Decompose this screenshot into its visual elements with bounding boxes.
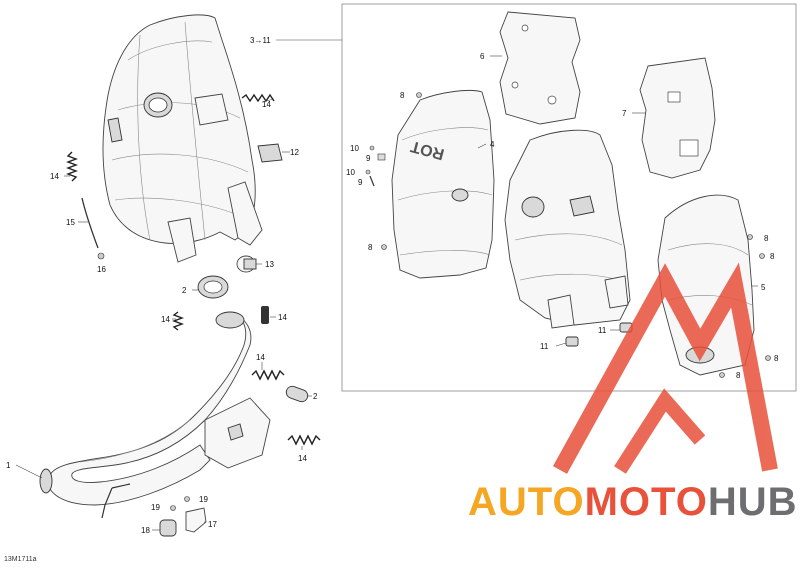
rubber-mount-13 xyxy=(236,255,262,273)
nut-8-b xyxy=(381,244,387,250)
clip-11-b xyxy=(555,336,579,347)
nut-8-a xyxy=(416,92,422,98)
callout-14-e: 14 xyxy=(256,353,265,362)
callout-8-d: 8 xyxy=(770,252,775,261)
callout-17: 17 xyxy=(208,520,217,529)
clip-10-b xyxy=(365,169,371,175)
callout-10-b: 10 xyxy=(346,168,355,177)
watermark-moto-text: MOTO xyxy=(585,480,708,524)
subassembly-frame xyxy=(341,3,797,392)
callout-5: 5 xyxy=(761,283,766,292)
callout-1: 1 xyxy=(6,461,11,470)
watermark-logo xyxy=(552,262,778,474)
callout-8-c: 8 xyxy=(764,234,769,243)
heat-shield-pad-6 xyxy=(490,11,581,125)
gasket-ring-2 xyxy=(192,275,229,299)
callout-8-e: 8 xyxy=(774,354,779,363)
spring-14-top xyxy=(241,93,275,103)
callout-19-a: 19 xyxy=(151,503,160,512)
watermark-logo-stroke xyxy=(552,262,778,474)
muffler-core xyxy=(504,129,631,329)
callout-19-b: 19 xyxy=(199,495,208,504)
watermark-logo-inner xyxy=(614,388,706,474)
callout-9-a: 9 xyxy=(366,154,371,163)
spring-14-lower xyxy=(287,434,321,450)
callout-7: 7 xyxy=(622,109,627,118)
nut-8-d xyxy=(759,253,765,259)
heat-shield-5 xyxy=(657,194,758,376)
callout-3-11: 3→11 xyxy=(250,36,271,45)
bolt-19-b xyxy=(184,496,190,502)
nut-16 xyxy=(97,252,105,260)
callout-14-d: 14 xyxy=(278,313,287,322)
callout-14-a: 14 xyxy=(262,100,271,109)
nut-8-e xyxy=(765,355,771,361)
shield-plate-7 xyxy=(632,57,716,179)
callout-2-a: 2 xyxy=(182,286,187,295)
callout-12: 12 xyxy=(290,148,299,157)
callout-11-a: 11 xyxy=(598,326,607,335)
spring-14-mid xyxy=(251,362,285,381)
callout-16: 16 xyxy=(97,265,106,274)
callout-11-b: 11 xyxy=(540,342,549,351)
callout-9-b: 9 xyxy=(358,178,363,187)
svg-text:AUTOMOTOHUB: AUTOMOTOHUB xyxy=(468,480,798,524)
callout-14-b: 14 xyxy=(50,172,59,181)
callout-15: 15 xyxy=(66,218,75,227)
clip-9-a xyxy=(377,153,386,161)
diagram-code: 13M1711a xyxy=(4,556,37,563)
exhaust-pipe xyxy=(15,311,271,519)
callout-8-b: 8 xyxy=(368,243,373,252)
rod-15 xyxy=(78,197,99,249)
watermark-auto-text: AUTO xyxy=(468,480,585,524)
cover-4: ROT xyxy=(391,90,495,279)
callout-8-a: 8 xyxy=(400,91,405,100)
callout-14-f: 14 xyxy=(298,454,307,463)
spring-14-small-right xyxy=(261,306,276,324)
clip-10-a xyxy=(369,145,375,151)
callout-13: 13 xyxy=(265,260,274,269)
callout-14-c: 14 xyxy=(161,315,170,324)
gasket-2-lower xyxy=(285,385,312,403)
bolt-19-a xyxy=(170,505,176,511)
callout-2-b: 2 xyxy=(313,392,318,401)
damper-18 xyxy=(152,519,177,537)
callout-6: 6 xyxy=(480,52,485,61)
watermark-wordmark: AUTOMOTOHUB xyxy=(468,480,798,524)
bracket-17 xyxy=(185,507,207,533)
callout-10-a: 10 xyxy=(350,144,359,153)
clip-9-b xyxy=(369,175,375,187)
callout-18: 18 xyxy=(141,526,150,535)
nut-8-c xyxy=(747,234,753,240)
watermark-hub-text: HUB xyxy=(708,480,798,524)
muffler-assembly xyxy=(102,14,263,263)
clip-12 xyxy=(257,143,290,163)
callout-4: 4 xyxy=(490,140,495,149)
spring-14-small-left xyxy=(172,311,184,331)
spring-14-left xyxy=(64,151,78,182)
nut-8-f xyxy=(719,372,725,378)
callout-8-f: 8 xyxy=(736,371,741,380)
